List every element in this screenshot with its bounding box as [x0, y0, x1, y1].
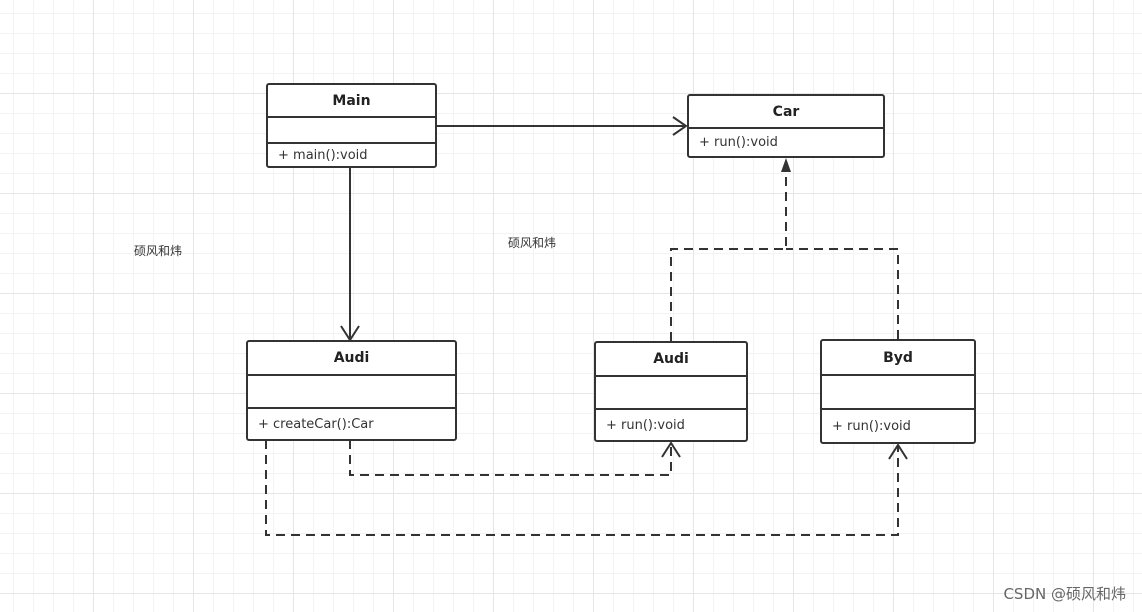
class-audi[interactable]: Audi + run():void [594, 341, 748, 442]
class-car[interactable]: Car + run():void [687, 94, 885, 158]
csdn-watermark: CSDN @硕风和炜 [1003, 585, 1126, 603]
audi-implements-car-line [670, 171, 787, 341]
factory-to-byd-arrowhead [888, 443, 908, 460]
factory-to-audi-arrowhead [661, 441, 681, 458]
class-audi-method: + run():void [606, 417, 685, 433]
class-byd-attributes [822, 376, 974, 410]
class-byd-name: Byd [822, 341, 974, 376]
class-main-attributes [268, 118, 435, 144]
class-audi-factory-method: + createCar():Car [258, 416, 374, 432]
class-car-method: + run():void [699, 135, 778, 150]
canvas-label-center: 硕风和炜 [508, 236, 557, 250]
class-audi-name: Audi [596, 343, 746, 377]
factory-to-byd-dependency [265, 440, 899, 536]
class-main-method: + main():void [278, 147, 368, 163]
class-main-name: Main [268, 85, 435, 118]
class-audi-factory-name: Audi [248, 342, 455, 376]
factory-to-audi-dependency [349, 440, 672, 476]
class-main[interactable]: Main + main():void [266, 83, 437, 168]
class-audi-factory-attributes [248, 376, 455, 409]
main-to-car-arrowhead [672, 116, 688, 136]
canvas-label-left: 硕风和炜 [134, 244, 183, 258]
class-car-name: Car [689, 96, 883, 129]
class-byd[interactable]: Byd + run():void [820, 339, 976, 444]
implements-car-arrowhead [781, 158, 791, 172]
class-byd-method: + run():void [832, 418, 911, 434]
class-audi-factory[interactable]: Audi + createCar():Car [246, 340, 457, 441]
class-audi-attributes [596, 377, 746, 410]
byd-implements-car-line [786, 248, 899, 339]
